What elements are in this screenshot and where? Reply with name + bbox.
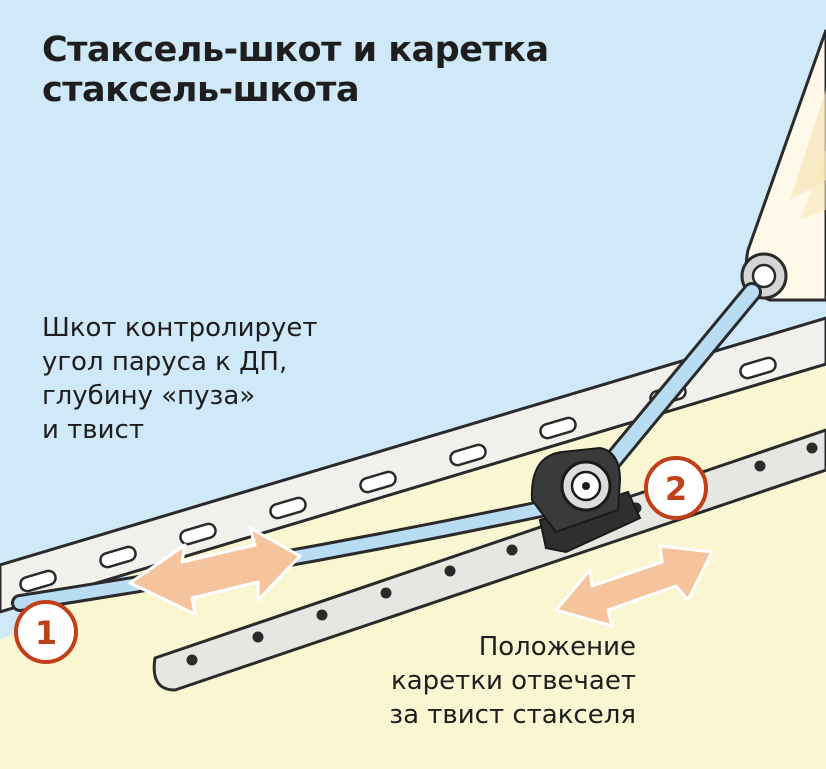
block-icon — [560, 460, 612, 512]
marker-2-label: 2 — [665, 470, 687, 508]
sheet-caption-line: угол паруса к ДП, — [42, 347, 288, 377]
marker-2: 2 — [644, 456, 708, 520]
title-line-2: стаксель-шкота — [42, 70, 360, 110]
car-caption-line: Положение — [478, 632, 636, 662]
title-line-1: Стаксель-шкот и каретка — [42, 30, 549, 70]
toe-rail — [0, 316, 826, 614]
sheet-caption-line: и твист — [42, 415, 144, 445]
jib-car — [530, 446, 642, 554]
page-title: Стаксель-шкот и каретка стаксель-шкота — [42, 30, 549, 110]
double-arrow-icon — [128, 526, 302, 616]
car-caption-line: за твист стакселя — [389, 700, 636, 730]
double-arrow-icon — [554, 544, 714, 628]
marker-1-label: 1 — [35, 614, 57, 652]
marker-1: 1 — [14, 600, 78, 664]
sheet-caption-line: Шкот контролирует — [42, 313, 318, 343]
clew-ring-icon — [740, 252, 788, 300]
car-caption: Положение каретки отвечает за твист стак… — [336, 630, 636, 732]
sail-clew — [740, 29, 826, 302]
sheet-caption-line: глубину «пуза» — [42, 381, 256, 411]
sheet-caption: Шкот контролирует угол паруса к ДП, глуб… — [42, 311, 318, 447]
car-caption-line: каретки отвечает — [391, 666, 636, 696]
